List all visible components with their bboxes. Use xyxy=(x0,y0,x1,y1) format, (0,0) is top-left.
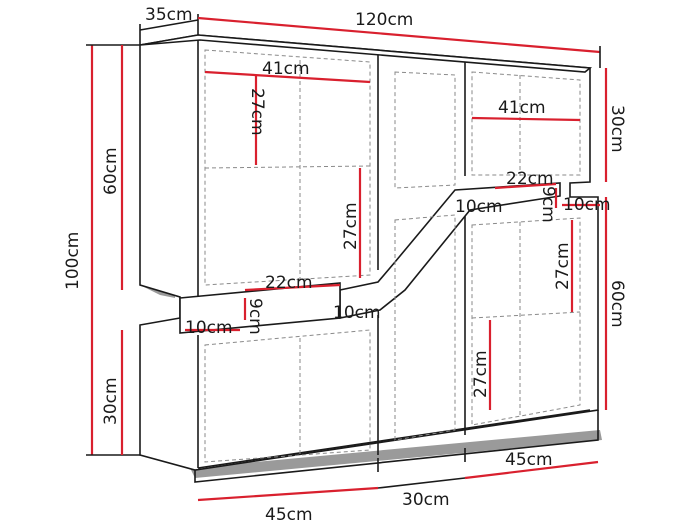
dim-step-l-width-line xyxy=(244,283,341,292)
label-cell-lm-height: 27cm xyxy=(341,202,361,250)
dim-shelf-ul-width-line xyxy=(204,70,371,84)
label-notch-l-b: 10cm xyxy=(333,303,381,323)
dim-step-r-width-line xyxy=(494,182,557,190)
label-step-l-width: 22cm xyxy=(265,273,313,293)
label-cell-ul-height: 27cm xyxy=(247,88,267,136)
label-total-height: 100cm xyxy=(63,232,83,290)
label-notch-r-a: 10cm xyxy=(455,197,503,217)
front-frame xyxy=(197,40,591,469)
label-shelf-ur-width: 41cm xyxy=(498,98,546,118)
label-notch-l-a: 10cm xyxy=(185,318,233,338)
label-step-r-depth: 9cm xyxy=(538,186,558,223)
label-upper-right-height: 30cm xyxy=(607,105,627,153)
cabinet-top-face xyxy=(139,34,593,73)
dim-bottom-mid-line xyxy=(377,477,466,489)
dashed-shelves xyxy=(204,49,581,463)
label-step-r-width: 22cm xyxy=(506,169,554,189)
dim-depth-ticks xyxy=(139,14,199,45)
dim-shelf-ur-width-line xyxy=(471,116,581,122)
dim-total-height-ticks xyxy=(86,44,140,456)
label-total-width: 120cm xyxy=(355,10,413,30)
dim-bottom-right-line xyxy=(464,460,599,480)
shadow-bottom xyxy=(190,430,602,478)
label-depth: 35cm xyxy=(145,5,193,25)
label-notch-r-b: 10cm xyxy=(563,195,611,215)
label-cell-rl-height: 27cm xyxy=(471,350,491,398)
label-lower-right-height: 60cm xyxy=(607,280,627,328)
label-bottom-mid-width: 30cm xyxy=(402,490,450,510)
dim-width-line xyxy=(197,16,601,54)
dim-bottom-left-line xyxy=(197,486,379,502)
label-upper-left-height: 60cm xyxy=(101,147,121,195)
label-lower-left-height: 30cm xyxy=(101,377,121,425)
label-cell-rm-height: 27cm xyxy=(553,242,573,290)
dim-depth-line xyxy=(139,19,199,31)
plinth xyxy=(194,410,599,483)
label-step-l-depth: 9cm xyxy=(245,298,265,335)
label-bottom-left-width: 45cm xyxy=(265,505,313,525)
label-shelf-ul-width: 41cm xyxy=(262,59,310,79)
label-bottom-right-width: 45cm xyxy=(505,450,553,470)
